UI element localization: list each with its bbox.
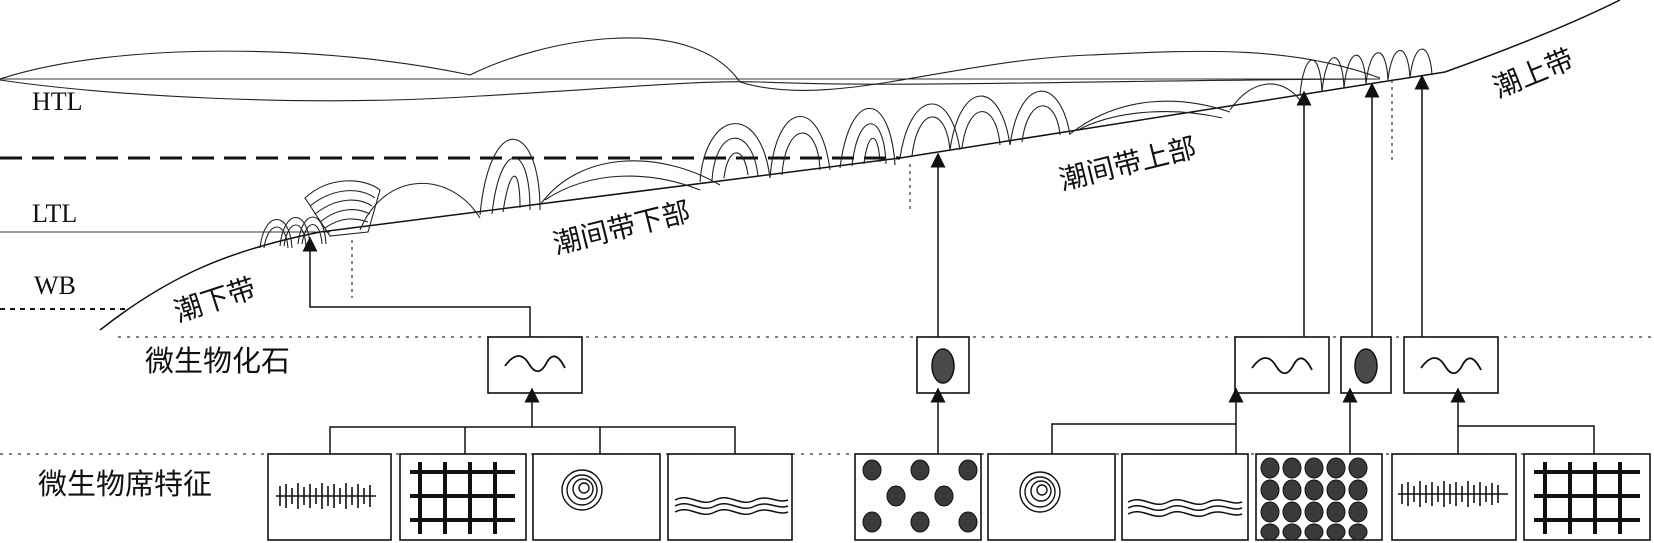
stromatolite-domes [259,48,1433,249]
water-levels [0,37,1381,310]
sparse-coccoid-icon [862,459,978,533]
oval-body-icon [1354,348,1378,384]
oval-body-icon [931,348,955,384]
fossil-box-middle [916,336,970,394]
water-surface-lower [0,78,1381,102]
ltl-label: LTL [32,199,77,228]
zone-dividers [351,80,1393,298]
wb-label: WB [34,271,76,300]
mat-box-8 [1255,453,1383,541]
mat-box-10 [1523,453,1651,541]
vertical-filament-icon [276,483,376,509]
fossils-row-label: 微生物化石 [145,344,290,378]
mat-feature-boxes [267,453,1651,541]
mat-box-5 [854,453,982,541]
mat-box-6 [987,453,1116,541]
mat-box-1 [267,453,392,541]
vertical-filament-icon [1398,481,1508,507]
spiral-tuft-icon [561,469,603,511]
fossil-box-lower [487,336,583,394]
lower-intertidal-label: 潮间带下部 [550,195,694,261]
fossil-to-zone-arrows [302,74,1430,337]
mat-box-4 [667,453,793,541]
fossil-box-upper-1 [1234,336,1330,394]
fossil-box-upper-2 [1340,336,1392,394]
filament-mesh-icon [410,462,515,534]
mat-box-2 [399,453,527,541]
horizontal-mat-icon [674,497,789,515]
spiral-tuft-icon [1019,471,1061,513]
upper-intertidal-label: 潮间带上部 [1056,131,1200,197]
filament-mesh-icon [1534,462,1640,534]
mat-box-9 [1391,453,1517,541]
dense-coccoid-icon [1260,457,1368,541]
htl-label: HTL [32,87,83,116]
subtidal-label: 潮下带 [170,271,260,328]
mat-features-row-label: 微生物席特征 [38,467,212,501]
mat-box-3 [532,453,661,541]
mat-to-fossil-connectors [329,387,1595,454]
supratidal-label: 潮上带 [1488,42,1578,104]
fossil-box-upper-3 [1403,336,1499,394]
mat-box-7 [1121,453,1249,541]
horizontal-mat-icon [1127,499,1243,517]
shore-profile [99,0,1621,331]
